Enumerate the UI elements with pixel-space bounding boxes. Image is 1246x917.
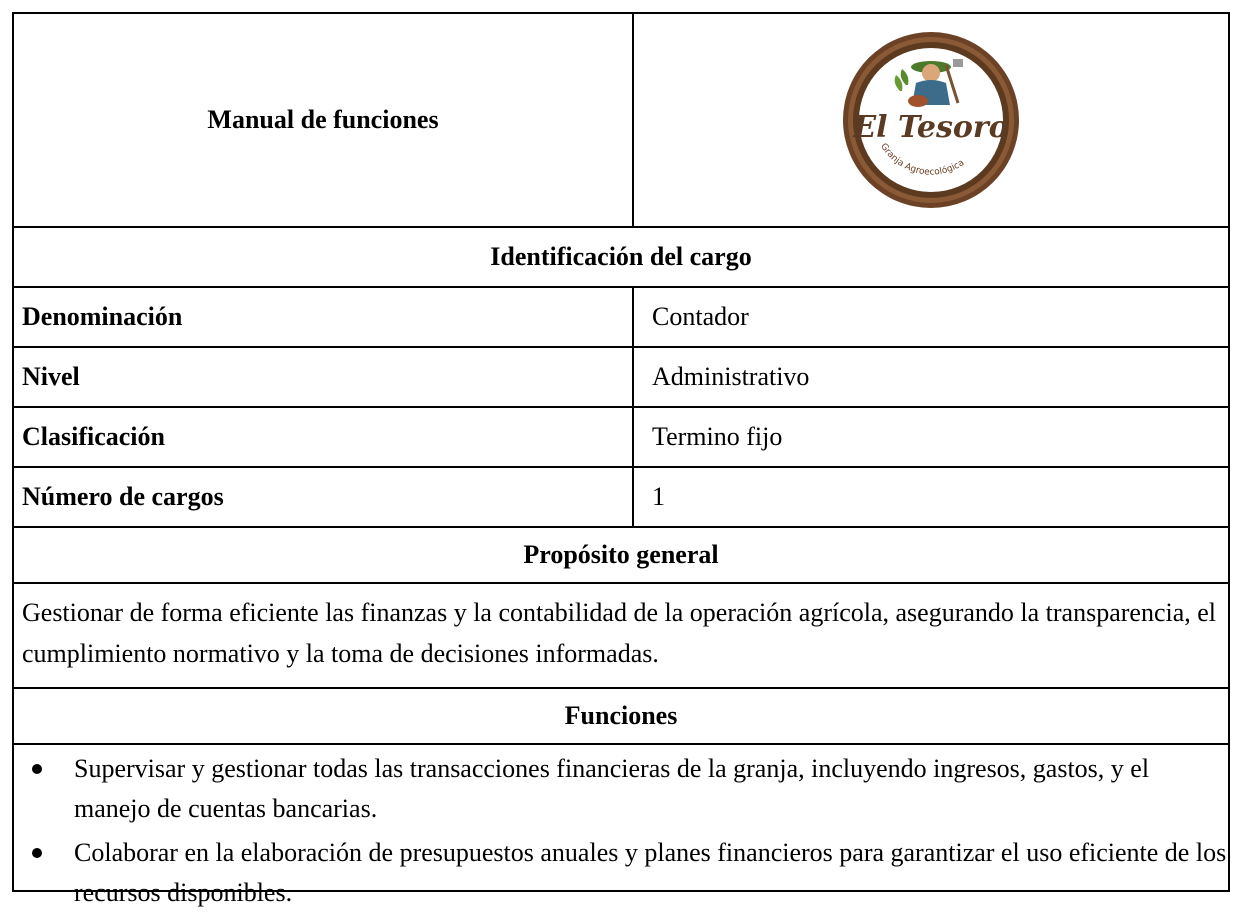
logo-graphic: El Tesoro Granja Agroecológica — [843, 32, 1019, 208]
functions-row: Supervisar y gestionar todas las transac… — [14, 745, 1228, 907]
header-row: Manual de funciones — [14, 14, 1228, 228]
row-value-cell: Contador — [634, 288, 1228, 346]
row-value: Contador — [652, 302, 749, 331]
list-item: Colaborar en la elaboración de presupues… — [14, 833, 1228, 913]
identification-heading: Identificación del cargo — [490, 242, 752, 271]
row-label: Número de cargos — [22, 482, 224, 511]
identification-row: Clasificación Termino fijo — [14, 408, 1228, 468]
function-text: Colaborar en la elaboración de presupues… — [74, 838, 1227, 907]
purpose-heading-row: Propósito general — [14, 528, 1228, 584]
bullet-icon — [32, 848, 42, 858]
row-value-cell: Termino fijo — [634, 408, 1228, 466]
list-item: Supervisar y gestionar todas las transac… — [14, 749, 1228, 829]
identification-heading-row: Identificación del cargo — [14, 228, 1228, 288]
bullet-icon — [32, 764, 42, 774]
row-value: 1 — [652, 482, 665, 511]
logo-brand-text: El Tesoro — [852, 110, 1008, 145]
row-label-cell: Denominación — [14, 288, 634, 346]
row-label-cell: Nivel — [14, 348, 634, 406]
header-logo-cell: El Tesoro Granja Agroecológica — [634, 14, 1228, 226]
function-text: Supervisar y gestionar todas las transac… — [74, 754, 1150, 823]
document-title: Manual de funciones — [207, 105, 439, 134]
purpose-heading: Propósito general — [523, 540, 719, 569]
row-label-cell: Clasificación — [14, 408, 634, 466]
row-label: Nivel — [22, 362, 80, 391]
identification-row: Denominación Contador — [14, 288, 1228, 348]
row-value-cell: 1 — [634, 468, 1228, 526]
row-value-cell: Administrativo — [634, 348, 1228, 406]
identification-heading-cell: Identificación del cargo — [14, 228, 1228, 286]
job-description-table: Manual de funciones — [12, 12, 1230, 907]
purpose-text: Gestionar de forma eficiente las finanza… — [22, 598, 1217, 668]
identification-row: Número de cargos 1 — [14, 468, 1228, 528]
purpose-heading-cell: Propósito general — [14, 528, 1228, 582]
identification-row: Nivel Administrativo — [14, 348, 1228, 408]
header-title-cell: Manual de funciones — [14, 14, 634, 226]
row-label: Denominación — [22, 302, 183, 331]
row-label-cell: Número de cargos — [14, 468, 634, 526]
farmer-icon — [894, 59, 963, 107]
row-value: Termino fijo — [652, 422, 783, 451]
row-value: Administrativo — [652, 362, 810, 391]
functions-heading: Funciones — [564, 701, 678, 730]
el-tesoro-logo: El Tesoro Granja Agroecológica — [836, 25, 1026, 215]
purpose-row: Gestionar de forma eficiente las finanza… — [14, 584, 1228, 689]
functions-list: Supervisar y gestionar todas las transac… — [14, 749, 1228, 917]
functions-heading-cell: Funciones — [14, 689, 1228, 743]
row-label: Clasificación — [22, 422, 165, 451]
functions-heading-row: Funciones — [14, 689, 1228, 745]
